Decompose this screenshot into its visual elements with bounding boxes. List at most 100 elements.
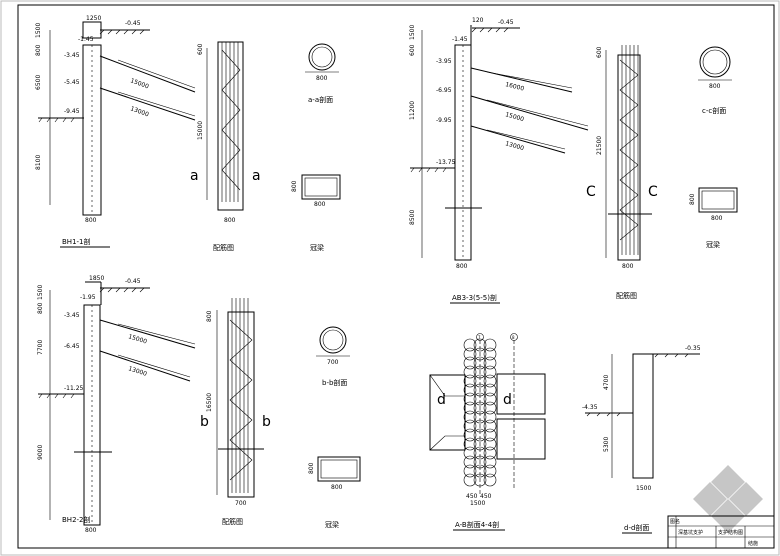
pile-circle	[483, 392, 497, 406]
title-block-text: 结施	[748, 540, 758, 547]
rebar-cage-1: 600 15000 800 a a 配筋图	[190, 41, 261, 252]
pile-circle	[463, 455, 477, 469]
section-a-a: 800 a-a剖面	[305, 43, 339, 104]
level-text: -9.45	[64, 108, 80, 115]
section-title: 冠梁	[310, 243, 324, 252]
dim-text: 1850	[89, 275, 104, 282]
pile-circle	[483, 338, 497, 352]
section-mark: b	[262, 414, 271, 430]
dim-text: 800	[456, 263, 468, 270]
pile-circle	[483, 401, 497, 415]
dim-text: 800	[622, 263, 634, 270]
title-block: 图名 深基坑支护 支护结构图 结施	[667, 515, 775, 549]
plan-view-4-4: 7 8 d d 450 450 1500 A-B剖面4-4剖	[429, 333, 546, 531]
pile-circle	[463, 473, 477, 487]
pile-circle	[463, 437, 477, 451]
pile-circle	[463, 347, 477, 361]
pile-circle	[463, 464, 477, 478]
pile-circle	[463, 374, 477, 388]
crown-beam-1: 800 800 冠梁	[291, 174, 341, 252]
level-text: -0.45	[125, 20, 141, 27]
pile-circle	[473, 446, 487, 460]
dim-text: 700	[327, 359, 339, 366]
section-title: AB3-3(5-5)剖	[452, 293, 497, 302]
pile-circle	[483, 374, 497, 388]
axis-label: 7	[478, 335, 481, 340]
dim-text: 800	[291, 180, 298, 192]
level-text: -3.45	[64, 52, 80, 59]
dim-text: 1500	[409, 25, 416, 40]
watermark-logo	[693, 465, 763, 533]
section-c-c: 800 c-c剖面	[698, 46, 732, 115]
section-mark: a	[190, 168, 199, 184]
section-title: 配筋图	[222, 517, 243, 526]
axis-label: 8	[512, 335, 515, 340]
dim-text: 800	[314, 201, 326, 208]
pile-circle	[483, 347, 497, 361]
section-mark: d	[437, 392, 446, 408]
section-d-d: 4700 5300 1500 -0.35 -4.35 d-d剖面	[582, 345, 701, 534]
pile-circle	[463, 392, 477, 406]
dim-text: 1500	[35, 23, 42, 38]
dim-text: 450	[466, 493, 478, 500]
crown-beam-3: 800 800 冠梁	[308, 456, 361, 529]
level-text: -6.45	[64, 343, 80, 350]
level-text: -0.35	[685, 345, 701, 352]
dim-text: 11200	[409, 101, 416, 120]
pile-circle	[463, 356, 477, 370]
section-title: b-b剖面	[322, 378, 347, 387]
section-mark: d	[503, 392, 512, 408]
section-title: BH2-2剖	[62, 515, 91, 524]
pile-circle	[473, 338, 487, 352]
title-block-text: 支护结构图	[718, 529, 743, 536]
title-block-text: 图名	[670, 518, 680, 525]
dim-text: 800	[709, 83, 721, 90]
section-title: A-B剖面4-4剖	[455, 520, 499, 529]
dim-text: 800	[85, 217, 97, 224]
level-text: -1.45	[452, 36, 468, 43]
dim-text: 800	[37, 302, 44, 314]
wall-section-ab3: 1500 600 11200 8500 120 -0.45 -1.45 -3.9…	[409, 17, 589, 304]
level-text: -9.95	[436, 117, 452, 124]
dim-text: 1500	[636, 485, 651, 492]
pile-circle	[463, 428, 477, 442]
anchor-length: 16000	[505, 81, 525, 92]
wall-section-bh2: 1500 800 7700 9000 1850 -0.45 -1.95 -3.4…	[37, 275, 196, 534]
level-text: -1.95	[80, 294, 96, 301]
pile-circle	[463, 446, 477, 460]
crown-beam-2: 800 800 冠梁	[689, 187, 738, 249]
dim-text: 800	[308, 462, 315, 474]
dim-text: 21500	[596, 136, 603, 155]
section-mark: C	[586, 184, 596, 200]
dim-text: 9000	[37, 445, 44, 460]
dim-text: 1500	[37, 285, 44, 300]
dim-text: 800	[316, 75, 328, 82]
pile-circle	[483, 410, 497, 424]
pile-circle	[463, 401, 477, 415]
pile-circle	[483, 365, 497, 379]
pile-circle	[473, 410, 487, 424]
dim-text: 7700	[37, 340, 44, 355]
section-mark: C	[648, 184, 658, 200]
section-title: 配筋图	[616, 291, 637, 300]
dim-text: 700	[235, 500, 247, 507]
pile-circle	[473, 428, 487, 442]
dim-text: 5300	[603, 437, 610, 452]
level-text: -5.45	[64, 79, 80, 86]
dim-text: 800	[331, 484, 343, 491]
pile-circle	[463, 419, 477, 433]
dim-text: 1500	[470, 500, 485, 507]
dim-text: 8500	[409, 210, 416, 225]
pile-circle	[483, 437, 497, 451]
section-title: 冠梁	[706, 240, 720, 249]
dim-text: 450	[480, 493, 492, 500]
drawing-frame	[17, 4, 775, 549]
dim-text: 600	[197, 43, 204, 55]
pile-circle	[483, 356, 497, 370]
section-title: BH1-1剖	[62, 237, 91, 246]
level-text: -3.95	[436, 58, 452, 65]
pile-circle	[483, 428, 497, 442]
section-title: c-c剖面	[702, 106, 726, 115]
pile-circle	[483, 383, 497, 397]
dim-text: 800	[35, 44, 42, 56]
